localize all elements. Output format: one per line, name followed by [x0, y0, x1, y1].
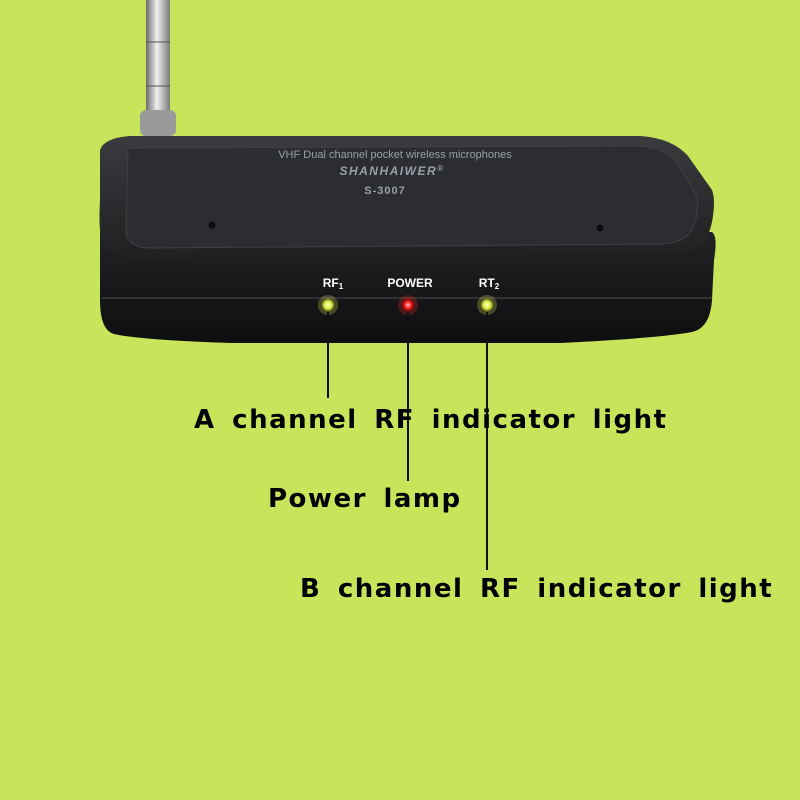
- led-label-rt2: RT2: [479, 276, 500, 291]
- power-led-icon: [402, 299, 414, 311]
- model-number: S-3007: [364, 185, 405, 197]
- rt2-led-icon: [481, 299, 493, 311]
- product-description: VHF Dual channel pocket wireless microph…: [278, 149, 512, 161]
- receiver-housing: [99, 136, 716, 343]
- callout-b-channel-rf: B channel RF indicator light: [300, 574, 774, 604]
- screw-icon: [596, 224, 604, 232]
- top-lettering: VHF Dual channel pocket wireless microph…: [278, 149, 512, 197]
- callout-power-lamp: Power lamp: [268, 484, 462, 514]
- rf1-led-icon: [322, 299, 334, 311]
- leader-lines: [327, 312, 488, 570]
- front-panel: [100, 232, 716, 343]
- callout-a-channel-rf: A channel RF indicator light: [194, 405, 668, 435]
- led-label-rf1: RF1: [323, 276, 344, 291]
- led-label-power: POWER: [387, 276, 433, 290]
- antenna: [140, 0, 176, 136]
- screw-icon: [208, 221, 216, 229]
- leds: [318, 295, 497, 315]
- brand-name: SHANHAIWER®: [339, 164, 444, 178]
- led-labels: RF1 POWER RT2: [323, 276, 500, 291]
